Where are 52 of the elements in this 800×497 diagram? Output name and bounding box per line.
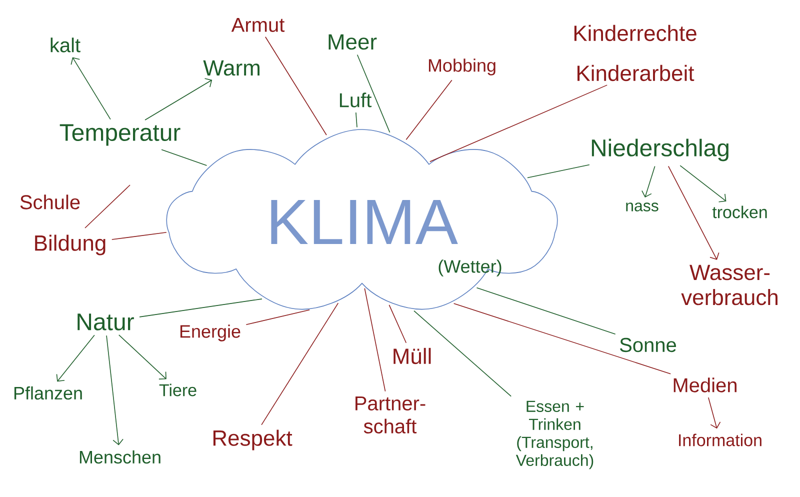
connector-line — [388, 304, 407, 344]
connector-line — [430, 84, 608, 162]
word-label: nass — [626, 202, 658, 212]
word-label: Essen + Trinken (Transport, Verbrauch) — [516, 400, 594, 470]
word-label: Müll — [394, 348, 431, 364]
connector-line — [414, 310, 512, 397]
arrow — [144, 78, 212, 120]
word-label: Mobbing — [428, 58, 496, 76]
arrow — [668, 166, 720, 260]
arrow — [708, 397, 721, 429]
word-label: Sonne — [620, 338, 676, 352]
word-label: Tiere — [159, 384, 196, 396]
connector-line — [139, 298, 262, 318]
word-label: Kinderrechte — [574, 24, 696, 42]
arrow — [680, 165, 726, 202]
word-label: Medien — [674, 378, 736, 392]
connector-line — [161, 149, 208, 166]
word-label: Natur — [78, 314, 134, 330]
connector-line — [364, 288, 386, 392]
arrow — [56, 334, 95, 382]
word-label: trocken — [712, 206, 767, 218]
word-label: Temperatur — [60, 124, 180, 146]
word-label: Luft — [340, 92, 372, 108]
word-label: Niederschlag — [592, 138, 728, 162]
arrow — [106, 335, 124, 446]
connector-line — [246, 310, 310, 325]
word-label: Energie — [180, 324, 240, 342]
connector-line — [476, 287, 616, 334]
word-label: Menschen — [80, 450, 160, 464]
word-label: Warm — [203, 60, 260, 76]
connector-line — [527, 164, 590, 178]
connector-line — [261, 302, 339, 426]
word-label: Pflanzen — [14, 386, 82, 400]
word-label: Wasser- verbrauch — [681, 264, 778, 306]
word-label: Partner- schaft — [356, 396, 426, 434]
connector-line — [453, 303, 671, 374]
word-label: Bildung — [35, 234, 106, 256]
word-label: kalt — [50, 38, 80, 52]
connector-line — [406, 80, 452, 140]
word-label: Schule — [20, 194, 80, 210]
word-label: Respekt — [213, 430, 292, 450]
word-label: Armut — [231, 18, 285, 32]
connector-line — [356, 112, 358, 128]
connector-line — [111, 232, 167, 240]
connector-line — [265, 36, 327, 136]
word-label: Meer — [328, 34, 377, 50]
arrow — [70, 57, 111, 120]
connector-line — [356, 54, 390, 133]
word-label: Information — [679, 434, 762, 446]
word-label: Kinderarbeit — [578, 64, 694, 82]
arrow — [642, 166, 656, 198]
arrow — [118, 334, 166, 380]
